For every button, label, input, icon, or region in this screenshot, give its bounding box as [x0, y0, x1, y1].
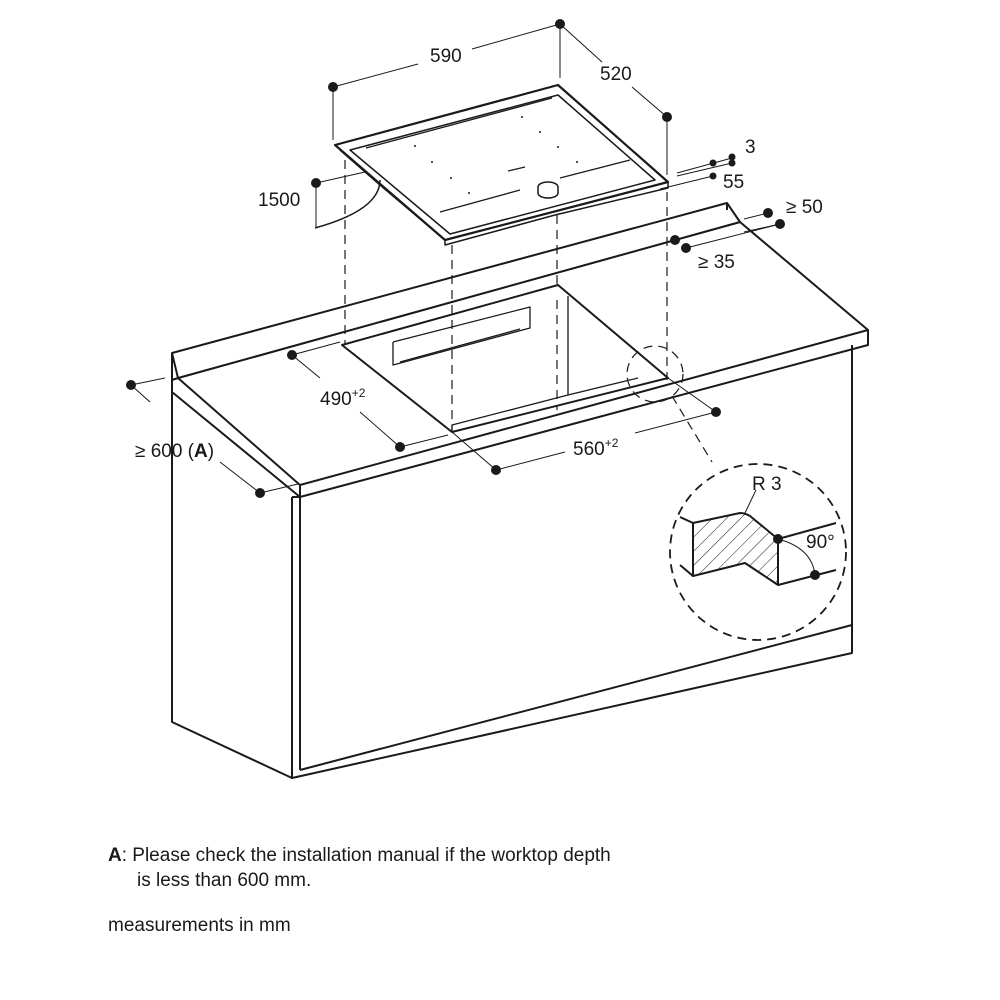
projection-lines: [344, 160, 847, 641]
label-rear-distance: ≥ 35: [698, 252, 735, 273]
footnote-line2: is less than 600 mm.: [137, 870, 312, 891]
hob: [314, 83, 670, 246]
label-hob-width: 590: [430, 46, 462, 67]
label-worktop-depth: ≥ 600 (A): [135, 441, 214, 462]
label-frame-thickness: 3: [745, 137, 756, 158]
edge-detail: [679, 489, 837, 586]
worktop: [171, 202, 869, 498]
label-rear-clearance: ≥ 50: [786, 197, 823, 218]
footnote: A: Please check the installation manual …: [108, 843, 611, 893]
units-note: measurements in mm: [108, 915, 291, 936]
dimension-lines: [130, 23, 781, 494]
cabinet: [171, 345, 853, 779]
footnote-line1: : Please check the installation manual i…: [121, 845, 611, 866]
label-hob-depth: 520: [600, 64, 632, 85]
label-cutout-width: 560+2: [573, 436, 619, 460]
label-cutout-depth: 490+2: [320, 386, 366, 410]
footnote-key: A: [108, 845, 122, 866]
dimension-points: [126, 19, 820, 580]
label-installation-depth: 55: [723, 172, 744, 193]
label-angle: 90°: [806, 532, 835, 553]
label-radius: R 3: [752, 474, 782, 495]
label-cable-length: 1500: [258, 190, 300, 211]
